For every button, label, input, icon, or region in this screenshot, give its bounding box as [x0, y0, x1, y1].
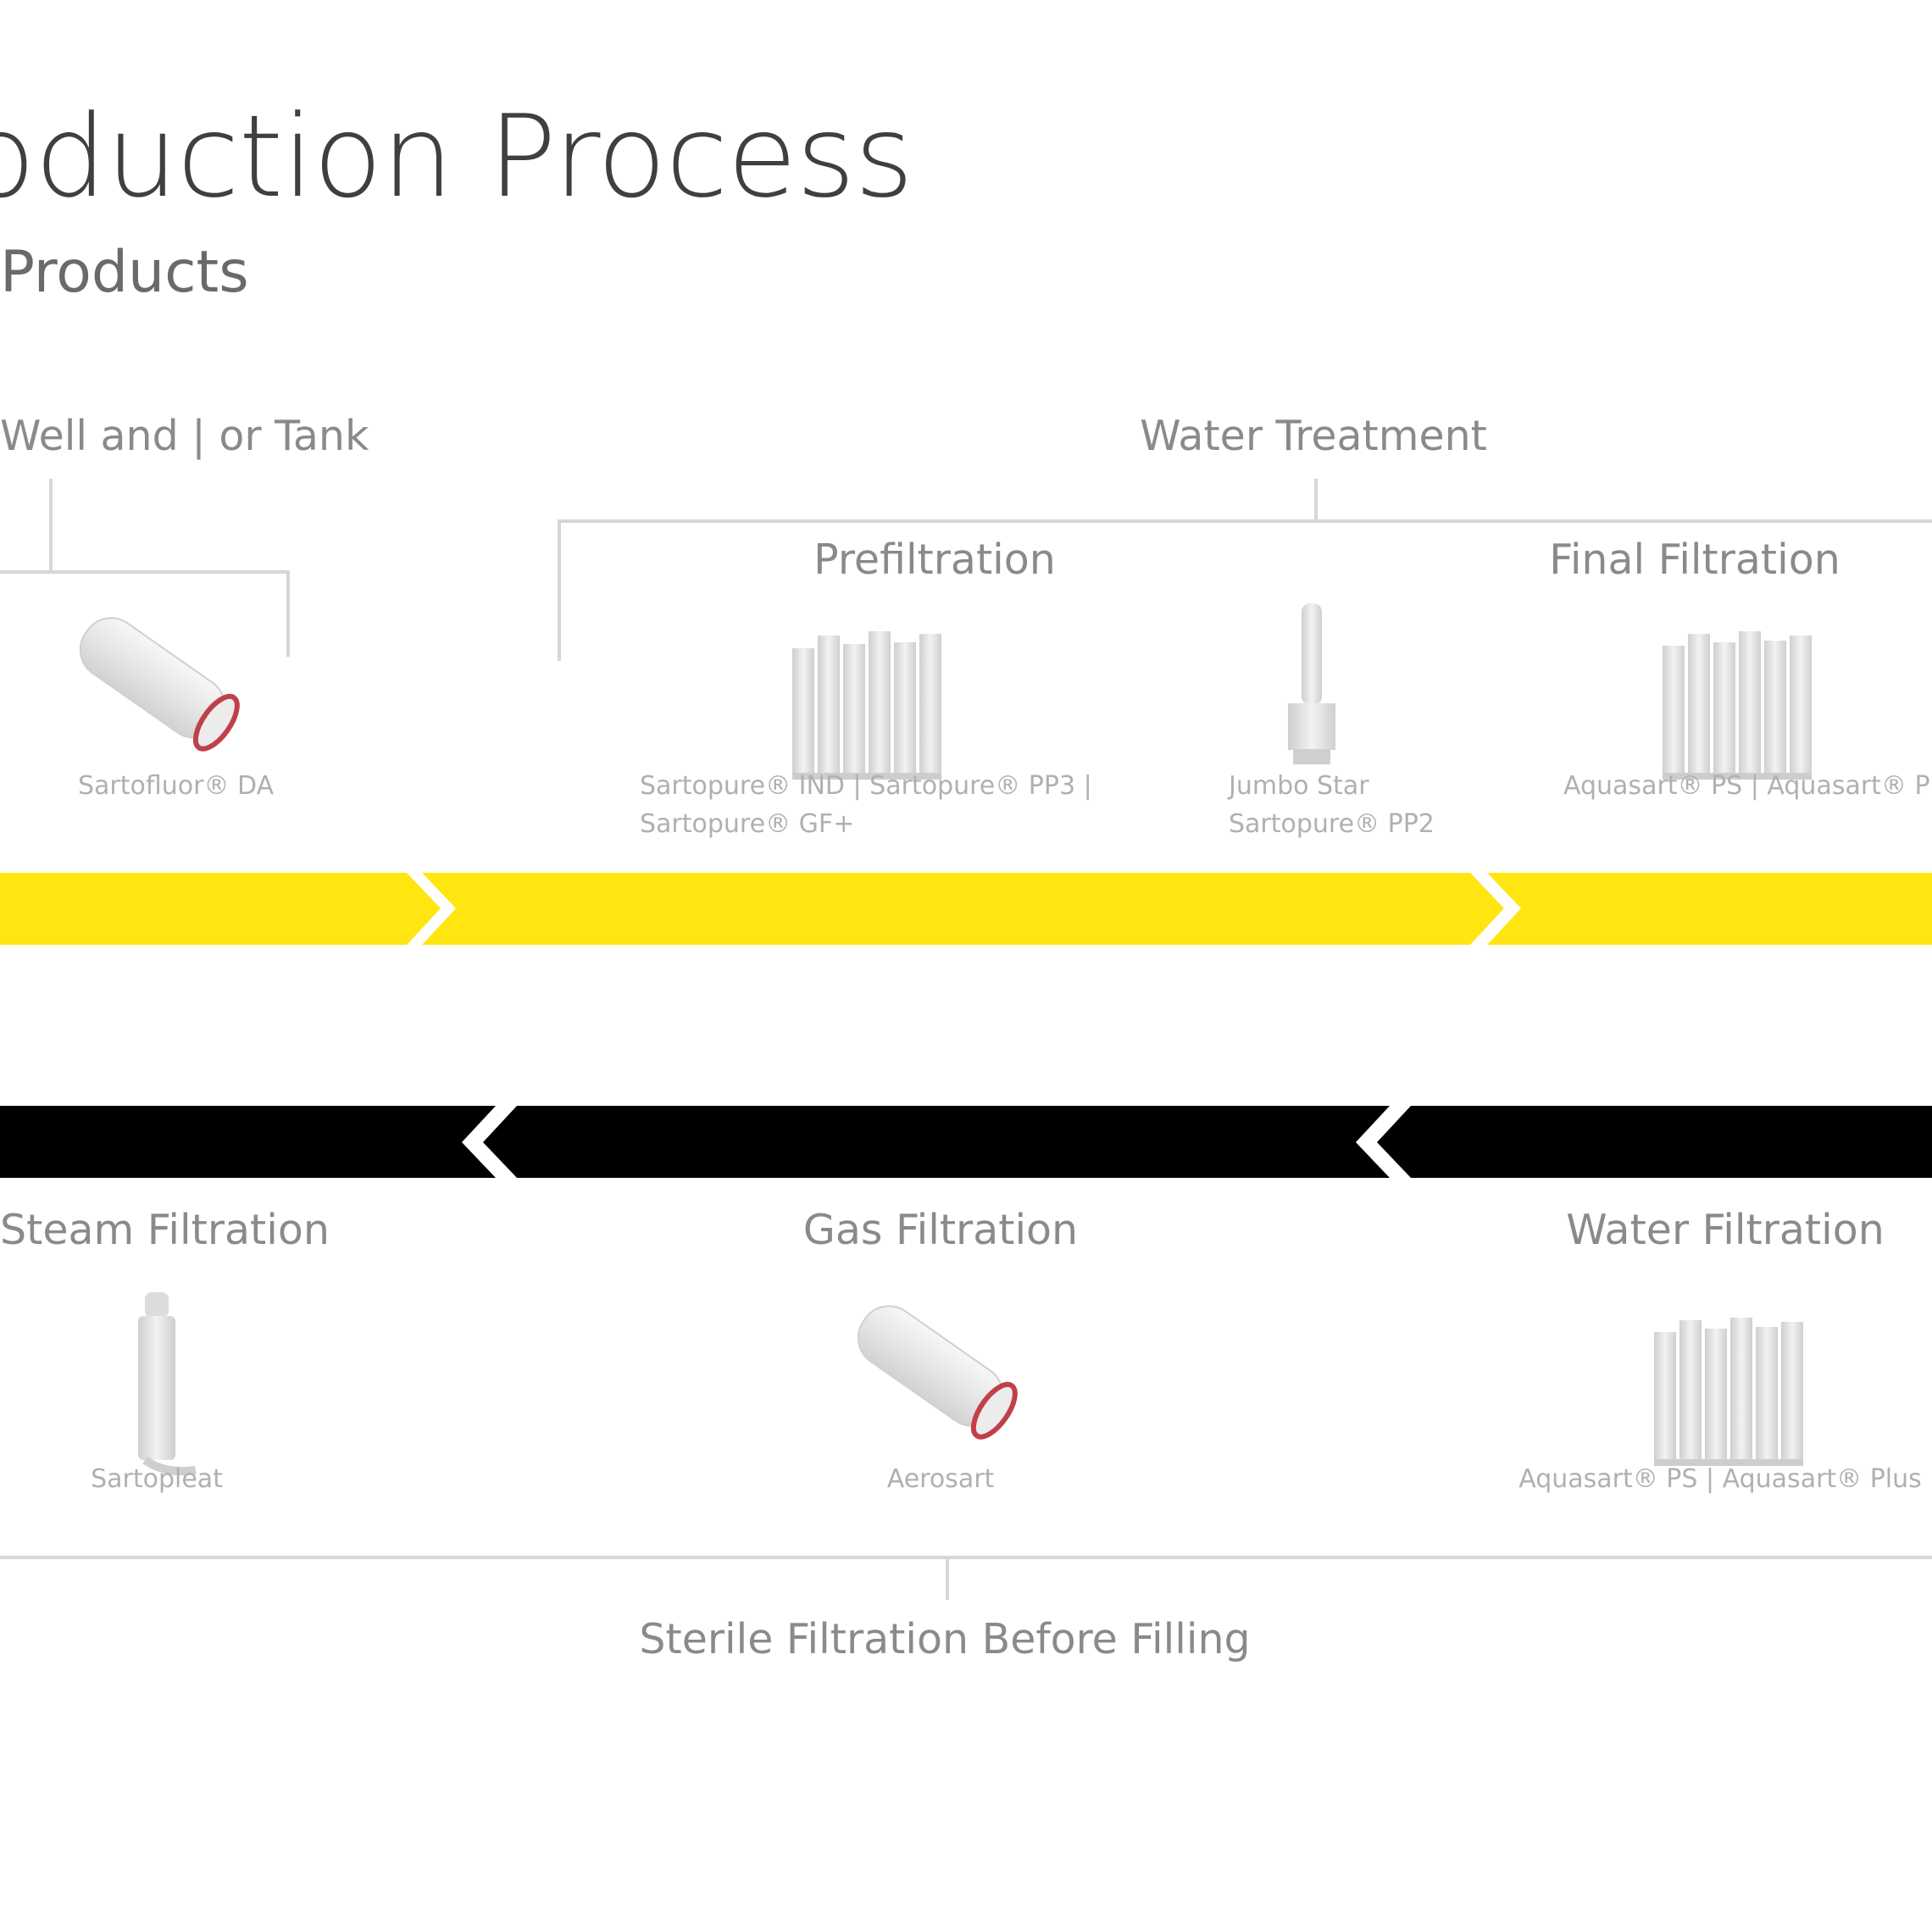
section-final-filtration: Final Filtration	[1549, 536, 1840, 584]
bottom-bracket-lines	[0, 1556, 1932, 1600]
section-well-tank: Well and | or Tank	[0, 412, 369, 460]
pleated-cartridges-icon	[1663, 631, 1812, 780]
water-treatment-bracket	[558, 519, 1932, 661]
section-gas: Gas Filtration	[802, 1206, 1079, 1254]
section-water-treatment: Water Treatment	[1140, 412, 1487, 460]
page-title: oduction Process	[0, 91, 913, 223]
section-steam: Steam Filtration	[0, 1206, 330, 1254]
product-well-tank: Sartofluor® DA	[78, 771, 275, 801]
top-bracket-lines	[0, 479, 1932, 661]
product-steam: Sartopleat	[91, 1464, 223, 1494]
well-tank-bracket	[0, 570, 290, 657]
section-water: Water Filtration	[1566, 1206, 1885, 1254]
steam-filter-icon	[138, 1292, 197, 1476]
cartridge-icon	[79, 617, 240, 752]
band-segment-1	[0, 873, 441, 945]
cartridge-icon	[857, 1305, 1018, 1440]
pleated-cartridges-icon	[792, 631, 941, 780]
product-middle-line2: Sartopure® PP2	[1229, 809, 1435, 839]
band-segment-2	[422, 873, 1504, 945]
return-segment-3	[1377, 1106, 1932, 1178]
pleated-cartridges-icon	[1654, 1318, 1803, 1466]
jumbo-cartridge-icon	[1288, 603, 1335, 764]
product-prefiltration-line1: Sartopure® IND | Sartopure® PP3 |	[640, 771, 1092, 801]
section-sterile: Sterile Filtration Before Filling	[639, 1615, 1251, 1663]
product-prefiltration-line2: Sartopure® GF+	[640, 809, 855, 839]
band-segment-3	[1487, 873, 1932, 945]
forward-process-band	[0, 873, 1932, 945]
page-subtitle: Products	[0, 239, 249, 306]
product-water: Aquasart® PS | Aquasart® Plus	[1518, 1464, 1922, 1494]
product-gas: Aerosart	[886, 1464, 995, 1494]
product-middle-line1: Jumbo Star	[1229, 771, 1369, 801]
section-prefiltration: Prefiltration	[813, 536, 1056, 584]
return-segment-2	[483, 1106, 1390, 1178]
return-process-band	[0, 1106, 1932, 1178]
product-final: Aquasart® PS | Aquasart® Plus	[1563, 771, 1932, 801]
return-segment-1	[0, 1106, 496, 1178]
